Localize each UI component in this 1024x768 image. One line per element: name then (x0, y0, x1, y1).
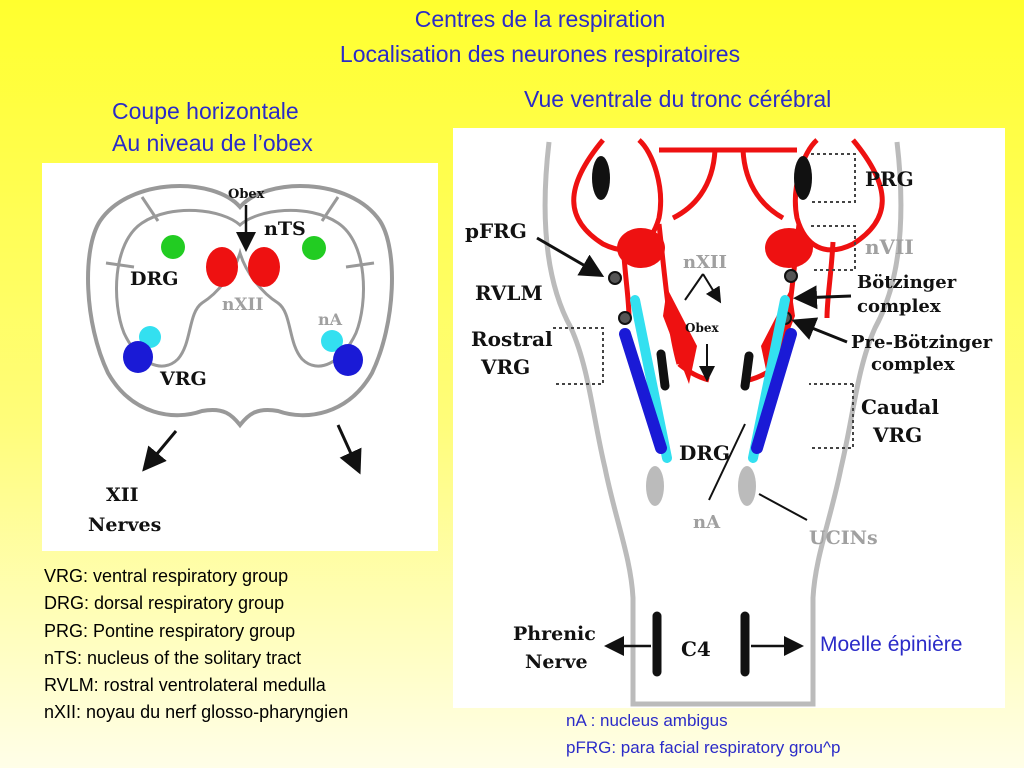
prg-label: PRG (865, 167, 914, 191)
botzinger-label-1: Bötzinger (857, 272, 957, 293)
nxii-left-nucleus (206, 247, 238, 287)
na-label: nA (693, 512, 721, 533)
title-line-1: Centres de la respiration (414, 6, 666, 32)
legend-item: PRG: Pontine respiratory group (44, 620, 296, 641)
rvlm-left-dot (608, 271, 622, 285)
ventral-brainstem-diagram: PRG pFRG nVII nXII RVLM Bötzinger comple… (453, 128, 1005, 708)
horizontal-section-svg: Obex nTS DRG nXII nA VRG XII Nerves (86, 184, 394, 536)
red-pathways (571, 138, 885, 383)
legend-item: VRG: ventral respiratory group (44, 566, 289, 586)
nvii-right (765, 228, 813, 268)
drg-left-nucleus (161, 235, 185, 259)
drg-left-column (663, 288, 697, 384)
na-label: nA (318, 310, 343, 329)
ventral-brainstem-svg: PRG pFRG nVII nXII RVLM Bötzinger comple… (465, 138, 993, 707)
right-panel-heading: Vue ventrale du tronc cérébral (524, 86, 832, 112)
left-heading-line-2: Au niveau de l’obex (112, 130, 313, 156)
vrg-left-column (619, 328, 667, 454)
prebotzinger-left-dot (618, 311, 632, 325)
abbreviation-legend: VRG: ventral respiratory group DRG: dors… (44, 563, 348, 727)
drg-label: DRG (679, 441, 730, 465)
ucins-right (738, 466, 756, 506)
phrenic-label-2: Nerve (525, 651, 588, 673)
vrg-label: VRG (159, 368, 207, 390)
pfrg-label: pFRG (465, 219, 527, 243)
vrg-right-nucleus (333, 344, 363, 376)
prg-left-nucleus (592, 156, 610, 200)
na-left-nucleus (139, 326, 161, 348)
drg-label: DRG (130, 268, 179, 290)
drg-right-nucleus (302, 236, 326, 260)
nxii-right-nucleus (248, 247, 280, 287)
pfrg-definition: pFRG: para facial respiratory grou^p (566, 738, 841, 757)
title-line-2: Localisation des neurones respiratoires (339, 41, 741, 67)
prebotzinger-label-2: complex (871, 354, 955, 375)
nvii-left (617, 228, 665, 268)
nvii-label: nVII (865, 235, 914, 259)
pfrg-arrow (536, 236, 605, 278)
nxii-label: nXII (222, 295, 264, 315)
left-heading-line-1: Coupe horizontale (112, 98, 299, 124)
c4-label: C4 (681, 637, 711, 661)
drg-right-bar (740, 351, 754, 391)
botzinger-right-dot (784, 269, 798, 283)
nxii-arrows (684, 273, 719, 300)
obex-label: Obex (685, 321, 719, 335)
rostral-vrg-label-1: Rostral (471, 327, 553, 351)
prebotzinger-label-1: Pre-Bötzinger (851, 332, 993, 353)
ucins-left (646, 466, 664, 506)
xii-nerve-arrow-left (142, 430, 178, 472)
na-definition: nA : nucleus ambigus (566, 711, 728, 730)
bracket-lines (553, 153, 856, 449)
spinal-cord-label: Moelle épinière (820, 633, 963, 656)
drg-left-bar (656, 349, 670, 391)
phrenic-label-1: Phrenic (513, 623, 596, 645)
legend-item: nXII: noyau du nerf glosso-pharyngien (44, 702, 349, 723)
section-divisions (105, 196, 375, 269)
botzinger-arrow (793, 285, 852, 310)
ucins-label: UCINs (809, 527, 878, 549)
legend-item: nTS: nucleus of the solitary tract (44, 647, 302, 668)
obex-label: Obex (228, 187, 265, 202)
caudal-vrg-label-2: VRG (872, 423, 922, 447)
rvlm-label: RVLM (475, 281, 543, 305)
left-panel-heading: Coupe horizontale Au niveau de l’obex (112, 95, 313, 159)
nerves-label: Nerves (88, 514, 161, 536)
horizontal-section-diagram: Obex nTS DRG nXII nA VRG XII Nerves (42, 163, 438, 551)
na-right-nucleus (321, 330, 343, 352)
nts-label: nTS (264, 218, 306, 240)
prg-right-nucleus (794, 156, 812, 200)
nxii-label: nXII (683, 252, 727, 273)
botzinger-label-2: complex (857, 296, 941, 317)
vrg-right-column (751, 328, 797, 454)
vrg-left-nucleus (123, 341, 153, 373)
legend-item: RVLM: rostral ventrolateral medulla (44, 675, 326, 696)
prebotzinger-arrow (791, 317, 848, 344)
legend-item: DRG: dorsal respiratory group (44, 593, 285, 614)
caudal-vrg-label-1: Caudal (861, 395, 939, 419)
ucins-pointer-line (758, 493, 808, 521)
rostral-vrg-label-2: VRG (480, 355, 530, 379)
na-pointer-line (708, 423, 746, 501)
brainstem-outline (542, 141, 904, 707)
medulla-inner-contour (115, 208, 365, 368)
xii-nerve-arrow-right (336, 424, 362, 475)
xii-label: XII (106, 484, 139, 506)
medulla-outline (86, 184, 394, 429)
